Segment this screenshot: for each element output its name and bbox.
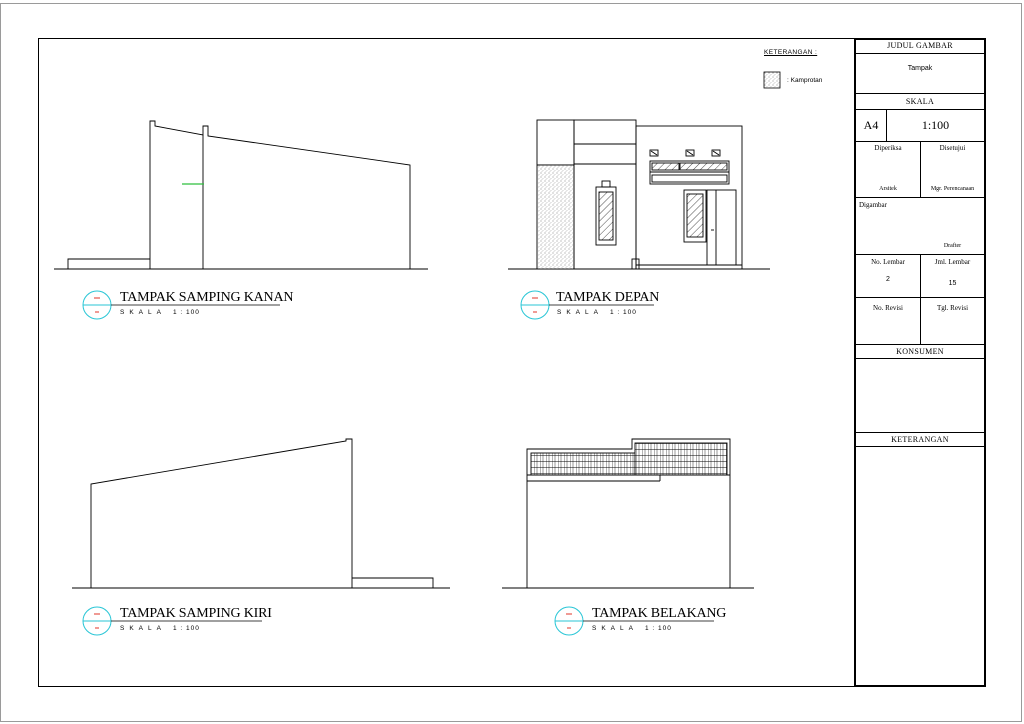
view-title-front: TAMPAK DEPAN: [556, 290, 660, 305]
tb-diperiksa-role: Arsitek: [879, 186, 897, 192]
view-scale-label-right-side: SKALA: [120, 309, 166, 316]
tb-no-lembar-value: 2: [886, 276, 890, 283]
tb-digambar-role: Drafter: [943, 243, 962, 249]
view-title-left-side: TAMPAK SAMPING KIRI: [120, 606, 272, 621]
elevation-rear: [502, 438, 754, 589]
tb-jml-lembar-label: Jml. Lembar: [934, 258, 971, 266]
sheet-edge: [0, 3, 1022, 722]
legend-title: KETERANGAN :: [764, 49, 818, 56]
tb-judul-gambar-value: Tampak: [907, 65, 933, 72]
tb-judul-gambar-label: JUDUL GAMBAR: [887, 41, 953, 50]
elevation-front: [508, 119, 770, 270]
view-symbol-4: [554, 606, 714, 636]
view-scale-label-left-side: SKALA: [120, 625, 166, 632]
tb-disetujui-label: Disetujui: [939, 144, 966, 152]
tb-no-lembar-label: No. Lembar: [871, 258, 905, 266]
tb-skala-label: SKALA: [905, 97, 935, 106]
view-symbol-3: [82, 606, 262, 636]
view-scale-label-front: SKALA: [557, 309, 603, 316]
elevation-left-side: [72, 438, 450, 589]
tb-konsumen-label: KONSUMEN: [896, 347, 944, 356]
tb-keterangan-label: KETERANGAN: [891, 435, 949, 444]
tb-diperiksa-label: Diperiksa: [874, 144, 902, 152]
tb-disetujui-role: Mgr. Perencanaan: [930, 186, 975, 192]
view-scale-label-rear: SKALA: [592, 625, 638, 632]
legend-item-kamprotan: : Kamprotan: [787, 77, 823, 84]
tb-digambar-label: Digambar: [859, 201, 887, 209]
tb-paper-size: A4: [863, 118, 879, 132]
tb-jml-lembar-value: 15: [948, 280, 957, 287]
tb-no-revisi-label: No. Revisi: [873, 304, 903, 312]
view-scale-value-front: 1 : 100: [610, 309, 637, 316]
view-symbol-1: [82, 290, 280, 320]
view-symbol-2: [520, 290, 654, 320]
view-scale-value-right-side: 1 : 100: [173, 309, 200, 316]
tb-tgl-revisi-label: Tgl. Revisi: [936, 304, 969, 312]
tb-scale-value: 1:100: [921, 118, 950, 132]
view-title-right-side: TAMPAK SAMPING KANAN: [120, 290, 294, 305]
title-block: JUDUL GAMBAR Tampak SKALA A4 1:100 Diper…: [854, 38, 986, 687]
view-scale-value-left-side: 1 : 100: [173, 625, 200, 632]
view-title-rear: TAMPAK BELAKANG: [592, 606, 727, 621]
view-scale-value-rear: 1 : 100: [645, 625, 672, 632]
legend-swatch-kamprotan: [763, 71, 781, 89]
elevation-right-side: [54, 120, 428, 270]
